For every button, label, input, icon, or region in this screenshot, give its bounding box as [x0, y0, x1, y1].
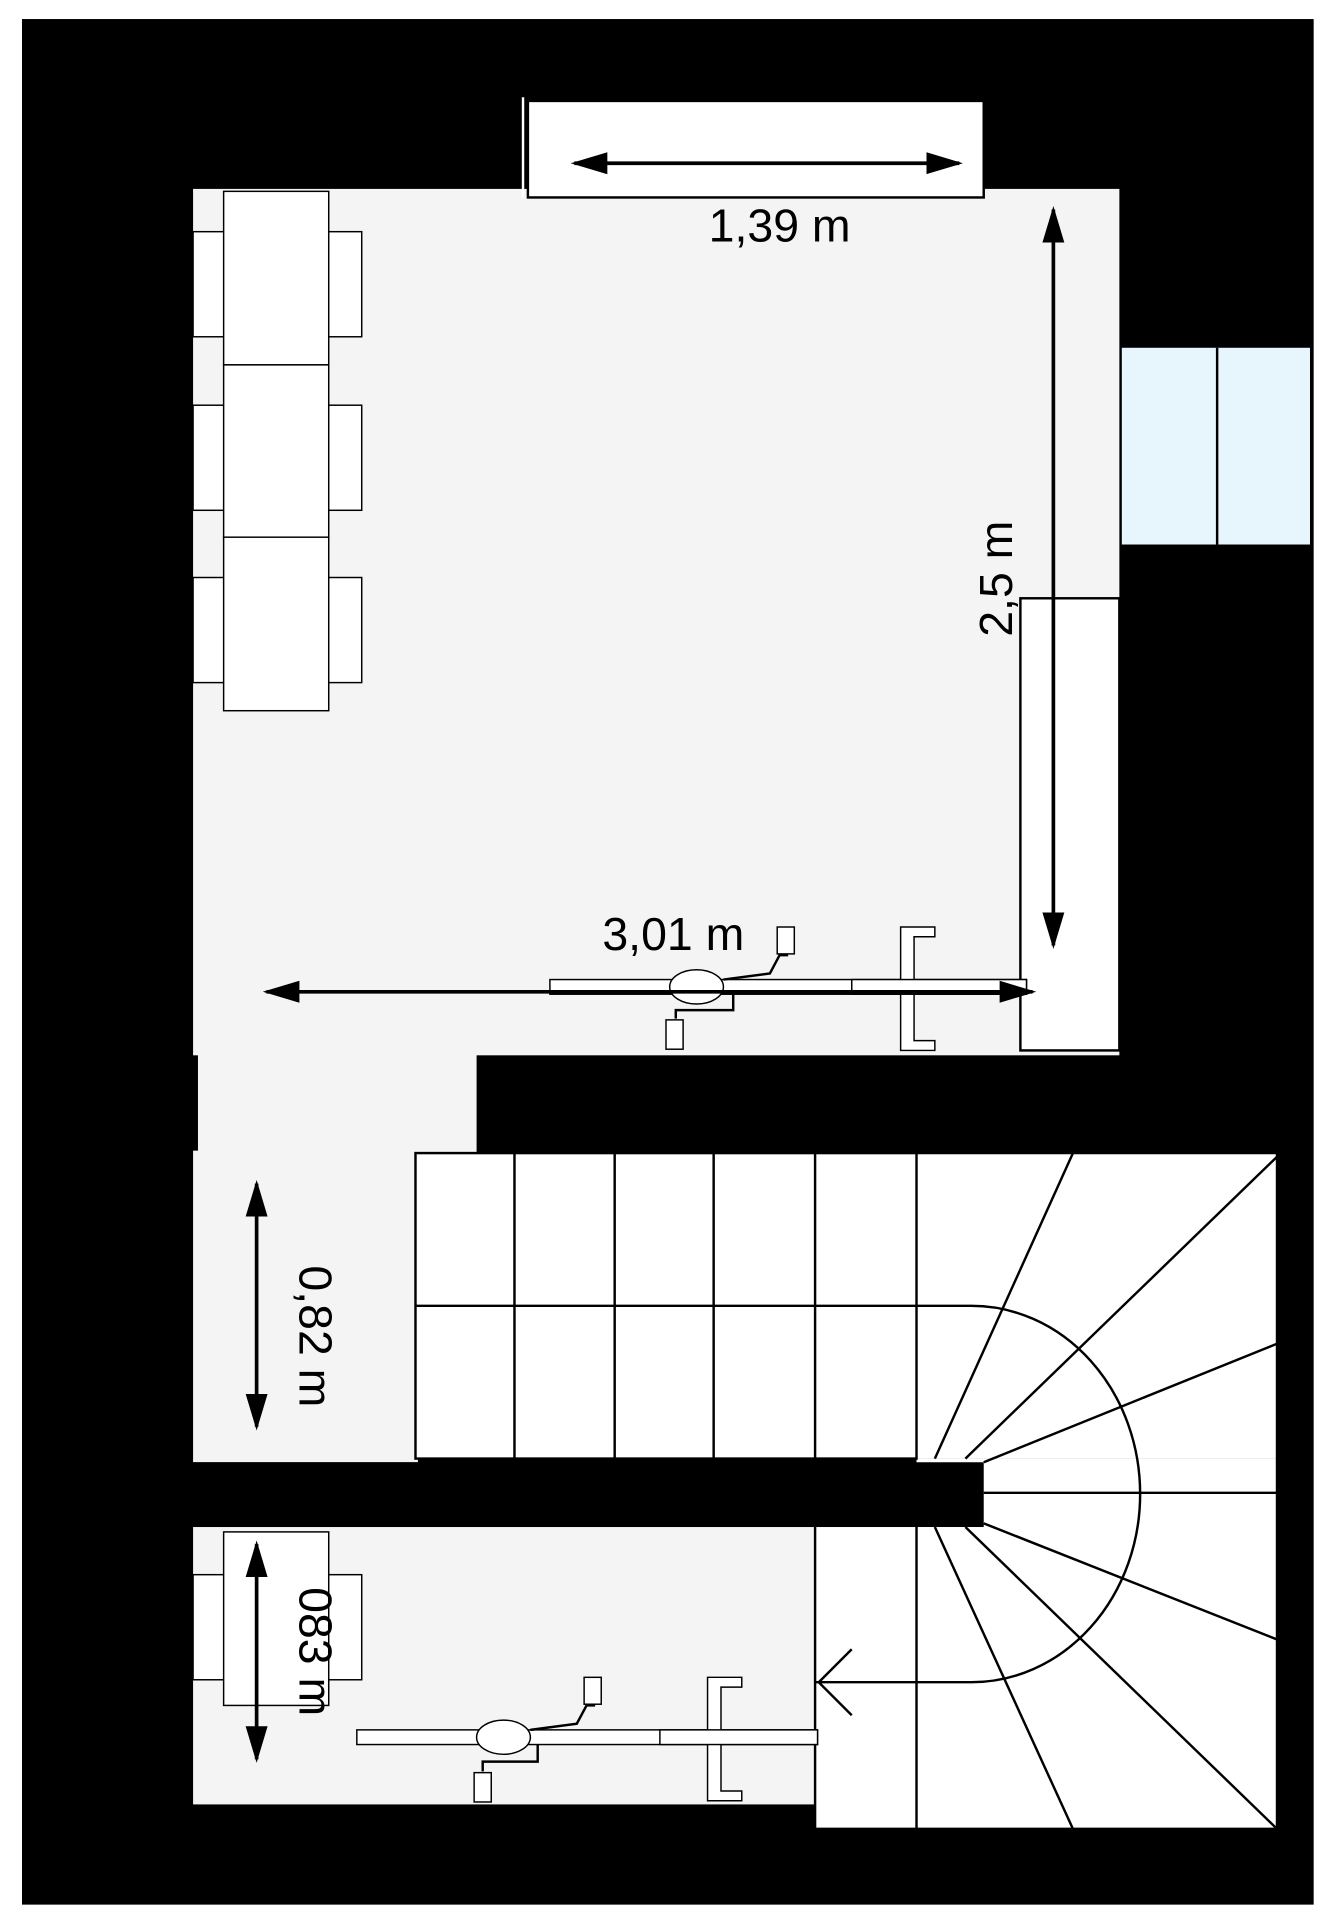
corridor-floor-lower: [193, 1150, 418, 1463]
stairs-icon: [414, 1151, 1279, 1831]
dimension-label-bottom-room: 083 m: [289, 1587, 341, 1716]
corridor-floor: [197, 1052, 477, 1154]
dimension-label-corridor: 0,82 m: [289, 1265, 341, 1407]
dimension-arrow-icon: [245, 152, 1065, 1763]
bicycle-icon: [356, 1676, 819, 1803]
dimension-label-top-window: 1,39 m: [709, 199, 851, 251]
stair-wall: [193, 1462, 984, 1528]
chair-icon: [192, 190, 363, 712]
dimension-label-room-height: 2,5 m: [970, 521, 1022, 637]
dimension-label-room-width: 3,01 m: [602, 908, 744, 960]
top-window: [521, 97, 985, 199]
chair-icon: [192, 1531, 363, 1707]
window-icon: [1121, 347, 1311, 545]
closet: [1019, 597, 1121, 1052]
